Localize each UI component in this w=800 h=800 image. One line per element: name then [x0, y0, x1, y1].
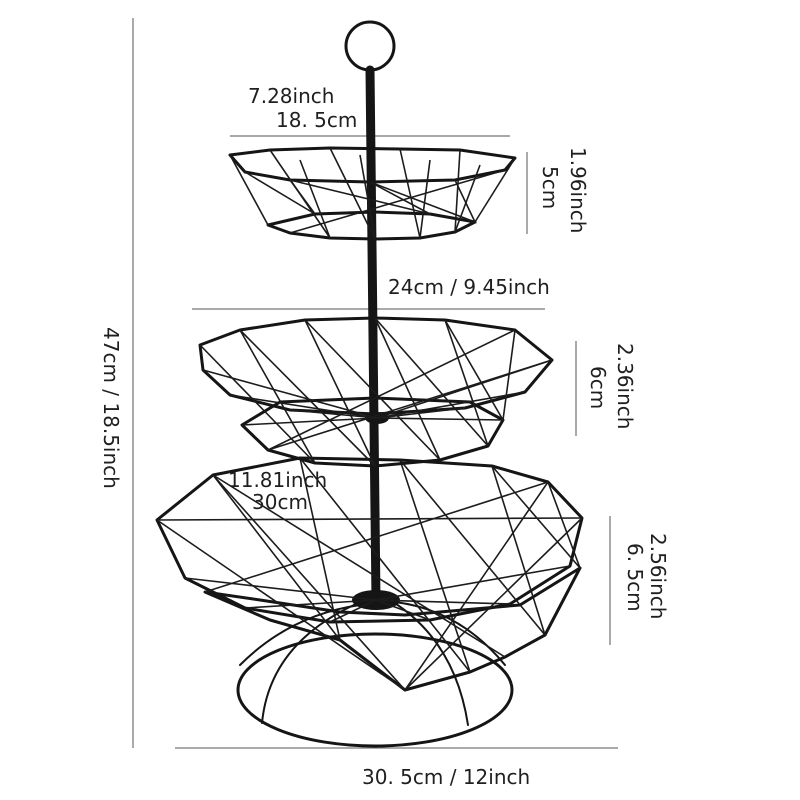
top-width-inch-label: 7.28inch [248, 84, 335, 108]
middle-basket-mesh [199, 317, 553, 467]
middle-width-label: 24cm / 9.45inch [388, 275, 550, 299]
base-width-label: 30. 5cm / 12inch [362, 765, 531, 789]
top-height-inch-label: 1.96inch [566, 147, 590, 234]
base-leg-1 [261, 599, 366, 724]
bottom-width-inch-label: 11.81inch [228, 468, 328, 492]
total-height-label: 47cm / 18.5inch [99, 327, 123, 489]
top-basket-mesh [229, 147, 516, 240]
hanging-loop [344, 20, 396, 72]
middle-height-cm-label: 6cm [586, 366, 610, 410]
top-height-cm-label: 5cm [538, 166, 562, 210]
top-basket-rim [228, 146, 517, 184]
bottom-basket-mesh [156, 457, 583, 691]
bottom-basket-rim [155, 456, 584, 624]
middle-basket-rim [198, 316, 554, 416]
bottom-height-inch-label: 2.56inch [646, 533, 670, 620]
middle-height-inch-label: 2.36inch [613, 343, 637, 430]
top-basket [228, 146, 517, 241]
base-ring [236, 632, 514, 748]
middle-basket [198, 316, 554, 468]
bottom-basket [155, 456, 584, 692]
bottom-height-cm-label: 6. 5cm [623, 543, 647, 612]
bottom-width-cm-label: 30cm [252, 490, 308, 514]
base-leg-3 [239, 604, 361, 666]
base-leg-4 [394, 601, 506, 666]
top-width-cm-label: 18. 5cm [276, 108, 358, 132]
pole-rod [365, 65, 381, 605]
